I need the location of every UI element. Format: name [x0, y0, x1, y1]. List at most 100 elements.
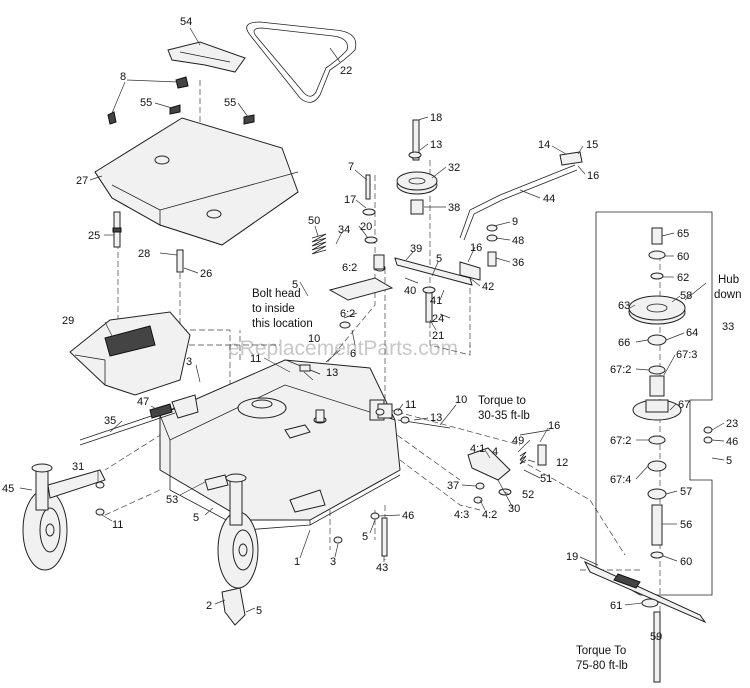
- note-bolt-head: Bolt head to inside this location: [252, 288, 313, 330]
- callout-12: 12: [556, 457, 568, 469]
- callout-2: 2: [206, 600, 212, 612]
- note-torque-75-line2: 75-80 ft-lb: [576, 660, 628, 672]
- callout-5: 5: [726, 455, 732, 467]
- note-torque-75: Torque To 75-80 ft-lb: [576, 645, 628, 672]
- callout-58: 58: [680, 290, 692, 302]
- callout-60: 60: [677, 251, 689, 263]
- callout-25: 25: [88, 230, 100, 242]
- callout-61: 61: [610, 600, 622, 612]
- belt: [246, 21, 357, 103]
- callout-62: 62: [677, 272, 689, 284]
- callout-10: 10: [308, 333, 320, 345]
- callout-11: 11: [250, 353, 261, 365]
- note-hub-down: Hub down: [714, 274, 742, 301]
- callout-50: 50: [308, 215, 320, 227]
- callout-51: 51: [540, 473, 552, 485]
- note-bolt-head-line2: to inside: [252, 303, 295, 315]
- callout-59: 59: [650, 631, 662, 643]
- callout-13: 13: [430, 412, 442, 424]
- callout-labels: 54 22 8 55 55 27 25 28 26 18 13 32 7 17 …: [2, 16, 738, 643]
- cover-brackets: [107, 76, 255, 125]
- rod-35: [79, 403, 176, 446]
- callout-19: 19: [566, 551, 578, 563]
- callout-29: 29: [62, 315, 74, 327]
- note-torque-30-line2: 30-35 ft-lb: [478, 410, 530, 422]
- callout-40: 40: [404, 285, 416, 297]
- callout-44: 44: [543, 193, 555, 205]
- callout-41: 41: [430, 295, 442, 307]
- watermark-text: eReplacementParts.com: [228, 337, 458, 360]
- callout-8: 8: [120, 71, 126, 83]
- callout-leaders: [19, 27, 725, 640]
- deck-cover: [94, 117, 299, 246]
- callout-55: 55: [224, 97, 236, 109]
- spindle-assembly: [595, 211, 713, 596]
- callout-67-3: 67:3: [676, 349, 697, 361]
- callout-15: 15: [586, 139, 598, 151]
- callout-28: 28: [138, 248, 150, 260]
- callout-35: 35: [104, 415, 116, 427]
- mower-blade: [583, 560, 707, 683]
- callout-47: 47: [137, 396, 149, 408]
- callout-16: 16: [587, 170, 599, 182]
- decal: [167, 41, 246, 73]
- callout-9: 9: [512, 216, 518, 228]
- callout-65: 65: [677, 228, 689, 240]
- callout-5: 5: [436, 253, 442, 265]
- callout-18: 18: [430, 112, 442, 124]
- callout-36: 36: [512, 257, 524, 269]
- callout-66: 66: [618, 337, 630, 349]
- callout-43: 43: [376, 562, 388, 574]
- discharge-chute: [69, 311, 191, 396]
- note-hub-down-line1: Hub: [718, 274, 739, 286]
- callout-21: 21: [432, 330, 444, 342]
- callout-38: 38: [448, 202, 460, 214]
- callout-31: 31: [72, 461, 84, 473]
- note-torque-75-line1: Torque To: [576, 645, 626, 657]
- callout-39: 39: [410, 243, 422, 255]
- callout-11: 11: [112, 519, 123, 531]
- callout-5: 5: [292, 279, 298, 291]
- callout-46: 46: [402, 510, 414, 522]
- anti-scalp-bracket: [467, 429, 551, 504]
- note-bolt-head-line3: this location: [252, 318, 313, 330]
- callout-16: 16: [470, 242, 482, 254]
- callout-42: 42: [482, 281, 494, 293]
- spring-50: [311, 233, 327, 255]
- callout-67-4: 67:4: [610, 474, 631, 486]
- callout-6-2: 6:2: [342, 262, 357, 274]
- callout-55: 55: [140, 97, 152, 109]
- callout-22: 22: [340, 65, 352, 77]
- note-hub-down-line2: down: [714, 289, 742, 301]
- deck-hardware: [95, 359, 451, 557]
- callout-4-2: 4:2: [482, 509, 497, 521]
- caster-wheel-right: [217, 473, 259, 589]
- callout-5: 5: [256, 605, 262, 617]
- callout-63: 63: [618, 300, 630, 312]
- callout-13: 13: [430, 139, 442, 151]
- callout-1: 1: [294, 556, 300, 568]
- callout-26: 26: [200, 268, 212, 280]
- callout-32: 32: [448, 162, 460, 174]
- note-torque-30: Torque to 30-35 ft-lb: [478, 395, 530, 422]
- callout-52: 52: [522, 489, 534, 501]
- callout-45: 45: [2, 483, 14, 495]
- callout-3: 3: [186, 356, 192, 368]
- callout-4: 4: [492, 446, 498, 458]
- callout-20: 20: [360, 221, 372, 233]
- idler-assembly: [328, 119, 438, 329]
- callout-11: 11: [405, 399, 416, 411]
- note-torque-30-line1: Torque to: [478, 395, 526, 407]
- callout-54: 54: [180, 16, 192, 28]
- callout-27: 27: [76, 175, 88, 187]
- callout-14: 14: [538, 139, 550, 151]
- callout-64: 64: [686, 327, 698, 339]
- callout-5: 5: [193, 512, 199, 524]
- callout-24: 24: [432, 313, 444, 325]
- callout-49: 49: [512, 435, 524, 447]
- callout-13: 13: [326, 367, 338, 379]
- callout-3: 3: [330, 556, 336, 568]
- callout-57: 57: [680, 486, 692, 498]
- callout-48: 48: [512, 235, 524, 247]
